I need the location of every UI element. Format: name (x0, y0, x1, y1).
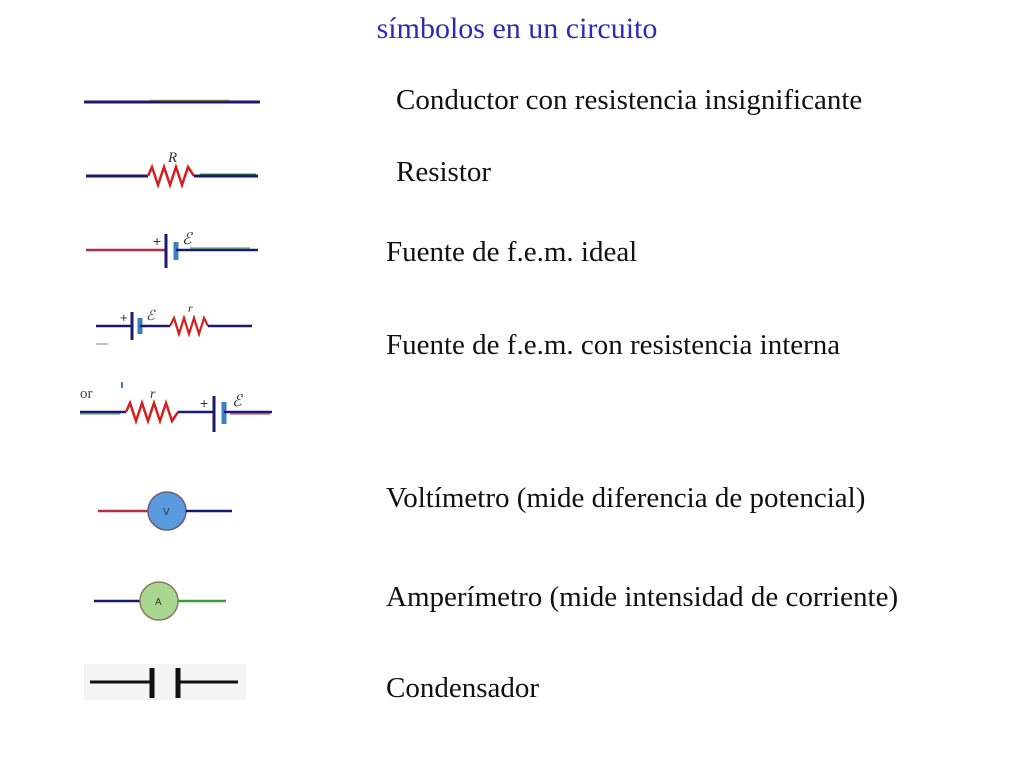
capacitor-icon (84, 664, 246, 700)
ammeter-letter: A (155, 597, 162, 608)
label-voltmeter: Voltímetro (mide diferencia de potencial… (386, 482, 866, 514)
emf-source-internal-resistance-alt-icon: or + ℰ r (80, 382, 272, 432)
voltmeter-icon: V (98, 491, 232, 531)
emf-label: ℰ (146, 309, 156, 324)
plus-sign: + (153, 233, 161, 249)
wire-icon (84, 99, 260, 104)
plus-sign: + (120, 310, 128, 325)
internal-r-label: r (150, 387, 156, 402)
resistor-icon: R (86, 150, 258, 189)
label-ammeter: Amperímetro (mide intensidad de corrient… (386, 581, 899, 613)
ammeter-icon: A (94, 581, 226, 621)
label-resistor: Resistor (396, 156, 492, 188)
emf-label: ℰ (182, 231, 194, 248)
ideal-emf-source-icon: + ℰ (86, 231, 258, 268)
or-fragment: or (80, 386, 93, 402)
emf-source-internal-resistance-icon: + ℰ r (96, 301, 252, 345)
internal-r-label: r (188, 301, 193, 315)
emf-label: ℰ (232, 393, 244, 410)
label-capacitor: Condensador (386, 672, 540, 704)
label-emf-source-internal-resistance: Fuente de f.e.m. con resistencia interna (386, 329, 841, 361)
label-conductor: Conductor con resistencia insignificante (396, 84, 863, 116)
voltmeter-letter: V (163, 507, 170, 518)
label-ideal-emf-source: Fuente de f.e.m. ideal (386, 236, 638, 268)
plus-sign: + (200, 395, 208, 411)
resistor-r-label: R (167, 150, 177, 166)
page-title: símbolos en un circuito (376, 12, 658, 45)
